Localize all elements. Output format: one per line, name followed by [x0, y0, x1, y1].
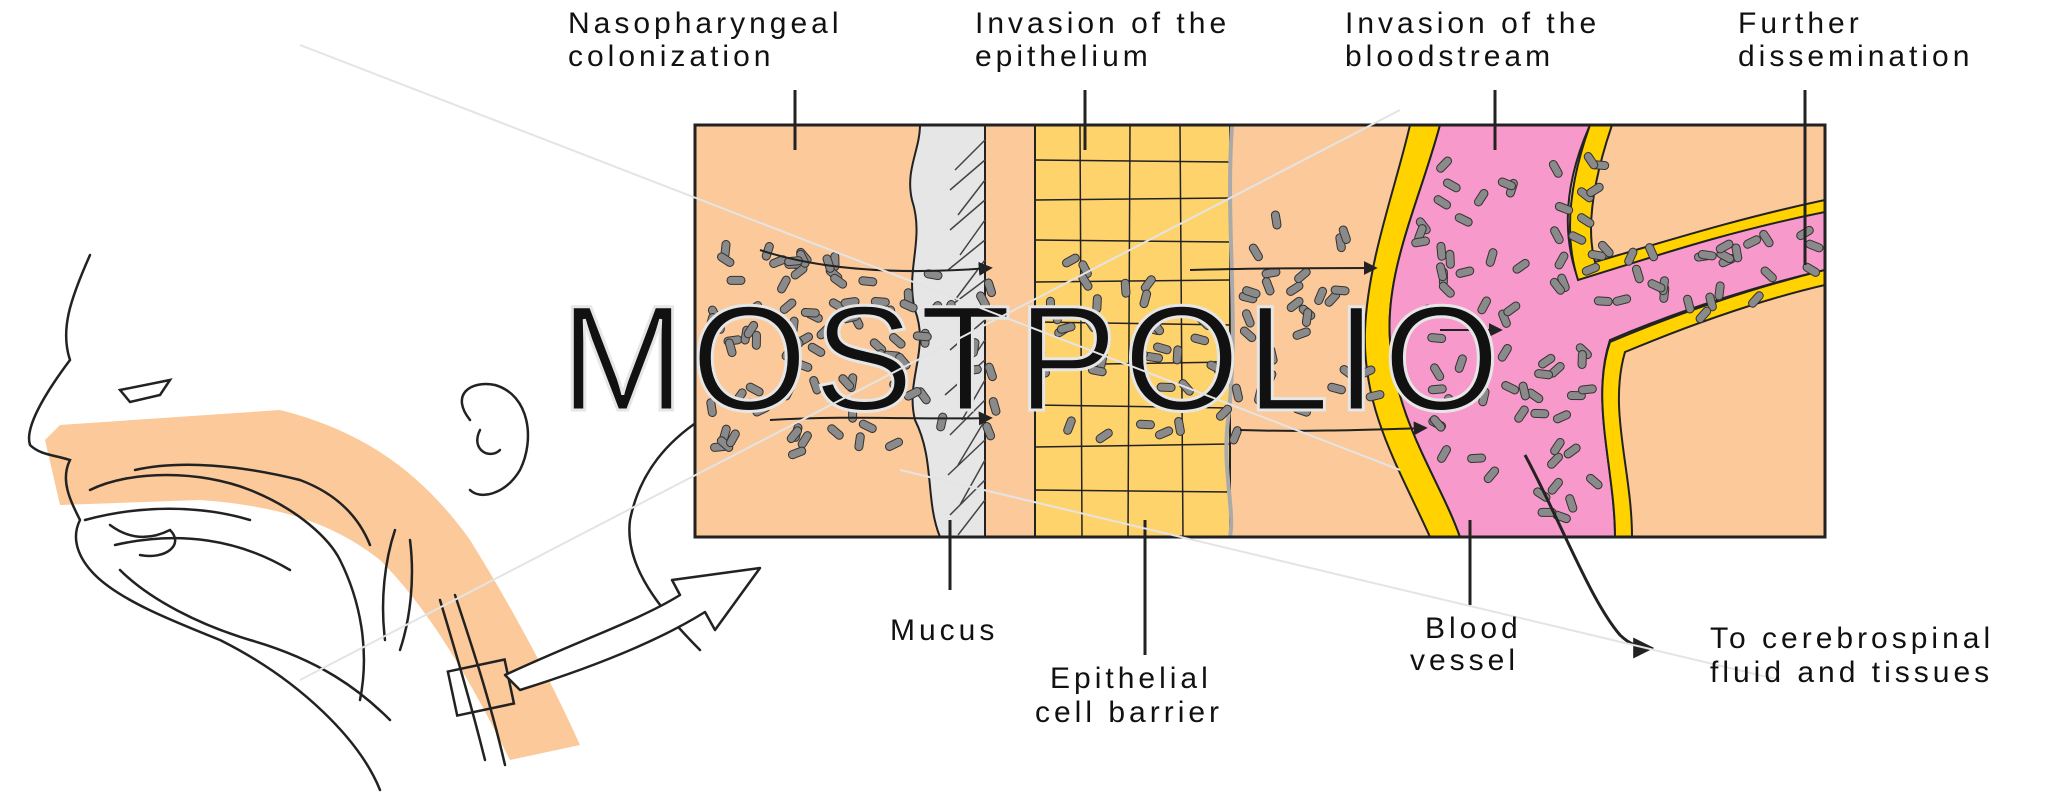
label-csf-line1: To cerebrospinal	[1710, 622, 1994, 655]
label-csf-line2: fluid and tissues	[1710, 656, 1993, 689]
label-nasopharyngeal-line1: Nasopharyngeal	[568, 7, 842, 40]
bacterium	[1578, 350, 1587, 368]
label-blood-line2: vessel	[1410, 644, 1519, 677]
zoom-arrow	[505, 568, 760, 690]
label-epithelial-line2: cell barrier	[1035, 696, 1223, 729]
bacterium	[1594, 297, 1613, 306]
label-dissemination-line1: Further	[1738, 7, 1863, 40]
bacterium	[1534, 369, 1553, 379]
label-epithelial-line1: Epithelial	[1050, 662, 1212, 695]
label-nasopharyngeal-line2: colonization	[568, 40, 774, 73]
top-labels: Nasopharyngeal colonization Invasion of …	[568, 7, 1973, 73]
bottom-labels: Mucus Epithelial cell barrier Blood vess…	[890, 612, 1994, 729]
label-epithelium-line1: Invasion of the	[975, 7, 1230, 40]
bacterium	[1715, 281, 1725, 300]
label-mucus: Mucus	[890, 614, 998, 647]
label-blood-line1: Blood	[1425, 612, 1522, 645]
bacterium	[1446, 250, 1455, 268]
label-bloodstream-line2: bloodstream	[1345, 40, 1554, 73]
bacterium	[1437, 242, 1447, 261]
bacterium	[1578, 384, 1597, 394]
bacterium	[1467, 454, 1485, 463]
bacterium	[1531, 409, 1549, 418]
label-epithelium-line2: epithelium	[975, 40, 1152, 73]
label-dissemination-line2: dissemination	[1738, 40, 1973, 73]
label-bloodstream-line1: Invasion of the	[1345, 7, 1600, 40]
